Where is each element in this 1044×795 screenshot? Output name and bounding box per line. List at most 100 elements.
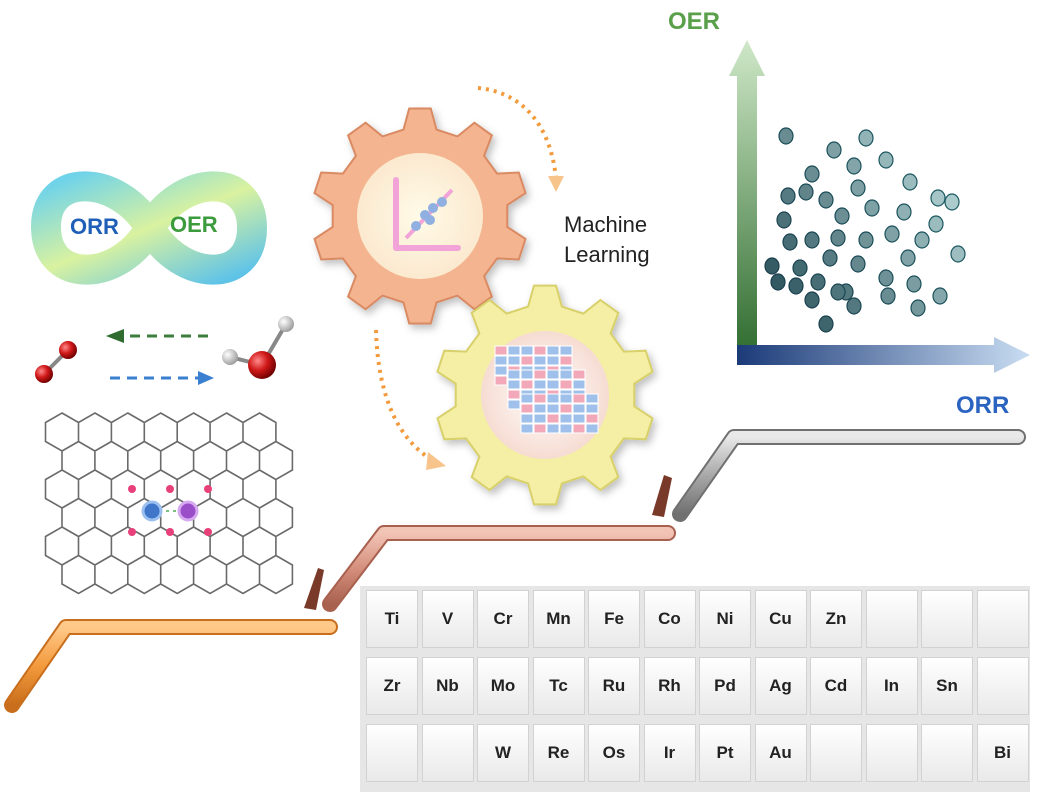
matrix-cell	[572, 369, 586, 380]
scatter-dot	[858, 231, 874, 249]
matrix-cell	[546, 379, 560, 390]
matrix-cell	[520, 403, 534, 414]
matrix-cell	[559, 423, 573, 434]
element-cell: Ti	[366, 590, 418, 648]
scatter-dot	[830, 229, 846, 247]
matrix-cell	[533, 403, 547, 414]
matrix-cell	[520, 423, 534, 434]
infinity-icon	[30, 171, 267, 285]
matrix-cell	[546, 403, 560, 414]
element-cell: Co	[643, 590, 696, 648]
graphene-lattice-icon	[44, 412, 294, 595]
element-cell: Nb	[421, 657, 474, 715]
scatter-dot	[910, 299, 926, 317]
element-cell: Cu	[754, 590, 807, 648]
empty-cell	[421, 724, 474, 782]
scatter-dot	[900, 249, 916, 267]
scatter-dot	[810, 273, 826, 291]
reaction-arrows	[106, 329, 214, 385]
element-cell: Ru	[588, 657, 640, 715]
ml-label-line2: Learning	[564, 242, 650, 267]
matrix-cell	[546, 369, 560, 380]
matrix-cell	[585, 393, 599, 404]
matrix-cell	[572, 423, 586, 434]
matrix-cell	[520, 413, 534, 424]
element-cell: Fe	[588, 590, 640, 648]
matrix-cell	[507, 345, 521, 356]
scatter-dot	[776, 211, 792, 229]
scatter-dot	[850, 179, 866, 197]
scatter-dot	[846, 157, 862, 175]
scatter-dot	[846, 297, 862, 315]
element-cell: Cd	[810, 657, 862, 715]
element-cell: Zn	[810, 590, 862, 648]
matrix-cell	[546, 423, 560, 434]
element-cell: Ni	[699, 590, 751, 648]
scatter-dot	[782, 233, 798, 251]
matrix-cell	[572, 413, 586, 424]
scatter-dot	[932, 287, 948, 305]
element-cell: Rh	[643, 657, 696, 715]
element-cell: Mo	[477, 657, 529, 715]
h2o-molecule-icon	[222, 316, 294, 379]
element-cell: Au	[754, 724, 807, 782]
empty-cell	[865, 724, 918, 782]
element-cell: Pt	[699, 724, 751, 782]
scatter-dot	[896, 203, 912, 221]
matrix-cell	[559, 369, 573, 380]
empty-cell	[366, 724, 418, 782]
matrix-cell	[572, 393, 586, 404]
scatter-dot	[914, 231, 930, 249]
step-joint-markers	[304, 475, 672, 610]
matrix-cell	[585, 423, 599, 434]
element-cell: Bi	[976, 724, 1029, 782]
scatter-dot	[864, 199, 880, 217]
empty-cell	[865, 590, 918, 648]
matrix-cell	[559, 393, 573, 404]
ml-label: Machine Learning	[564, 210, 650, 270]
matrix-cell	[494, 375, 508, 386]
scatter-dot	[818, 315, 834, 333]
element-cell: Ir	[643, 724, 696, 782]
matrix-cell	[546, 393, 560, 404]
matrix-cell	[494, 345, 508, 356]
empty-cell	[810, 724, 862, 782]
matrix-cell	[559, 379, 573, 390]
empty-cell	[921, 590, 973, 648]
scatter-dot	[850, 255, 866, 273]
matrix-cell	[507, 399, 521, 410]
scatter-dot	[950, 245, 966, 263]
scatter-dot	[878, 269, 894, 287]
scatter-dot	[804, 231, 820, 249]
matrix-cell	[494, 365, 508, 376]
scatter-dot	[944, 193, 960, 211]
matrix-cell	[559, 345, 573, 356]
element-cell: Sn	[921, 657, 973, 715]
scatter-dot	[822, 249, 838, 267]
matrix-cell	[520, 379, 534, 390]
matrix-cell	[520, 369, 534, 380]
scatter-dot	[804, 165, 820, 183]
element-cell: Re	[532, 724, 585, 782]
element-cell: Os	[588, 724, 640, 782]
scatter-plot-icon	[729, 40, 1030, 373]
scatter-dot	[884, 225, 900, 243]
scatter-dot	[778, 127, 794, 145]
scatter-dot	[858, 129, 874, 147]
matrix-cell	[520, 355, 534, 366]
scatter-dot	[818, 191, 834, 209]
matrix-cell	[559, 403, 573, 414]
ml-label-line1: Machine	[564, 212, 648, 237]
dual-atom-site	[128, 485, 212, 536]
element-cell: Ag	[754, 657, 807, 715]
matrix-cell	[533, 355, 547, 366]
x-axis-label: ORR	[956, 392, 1010, 419]
element-cell: W	[477, 724, 529, 782]
element-cell: Pd	[699, 657, 751, 715]
matrix-cell	[533, 369, 547, 380]
matrix-cell	[507, 389, 521, 400]
matrix-cell	[520, 393, 534, 404]
element-cell: Zr	[366, 657, 418, 715]
